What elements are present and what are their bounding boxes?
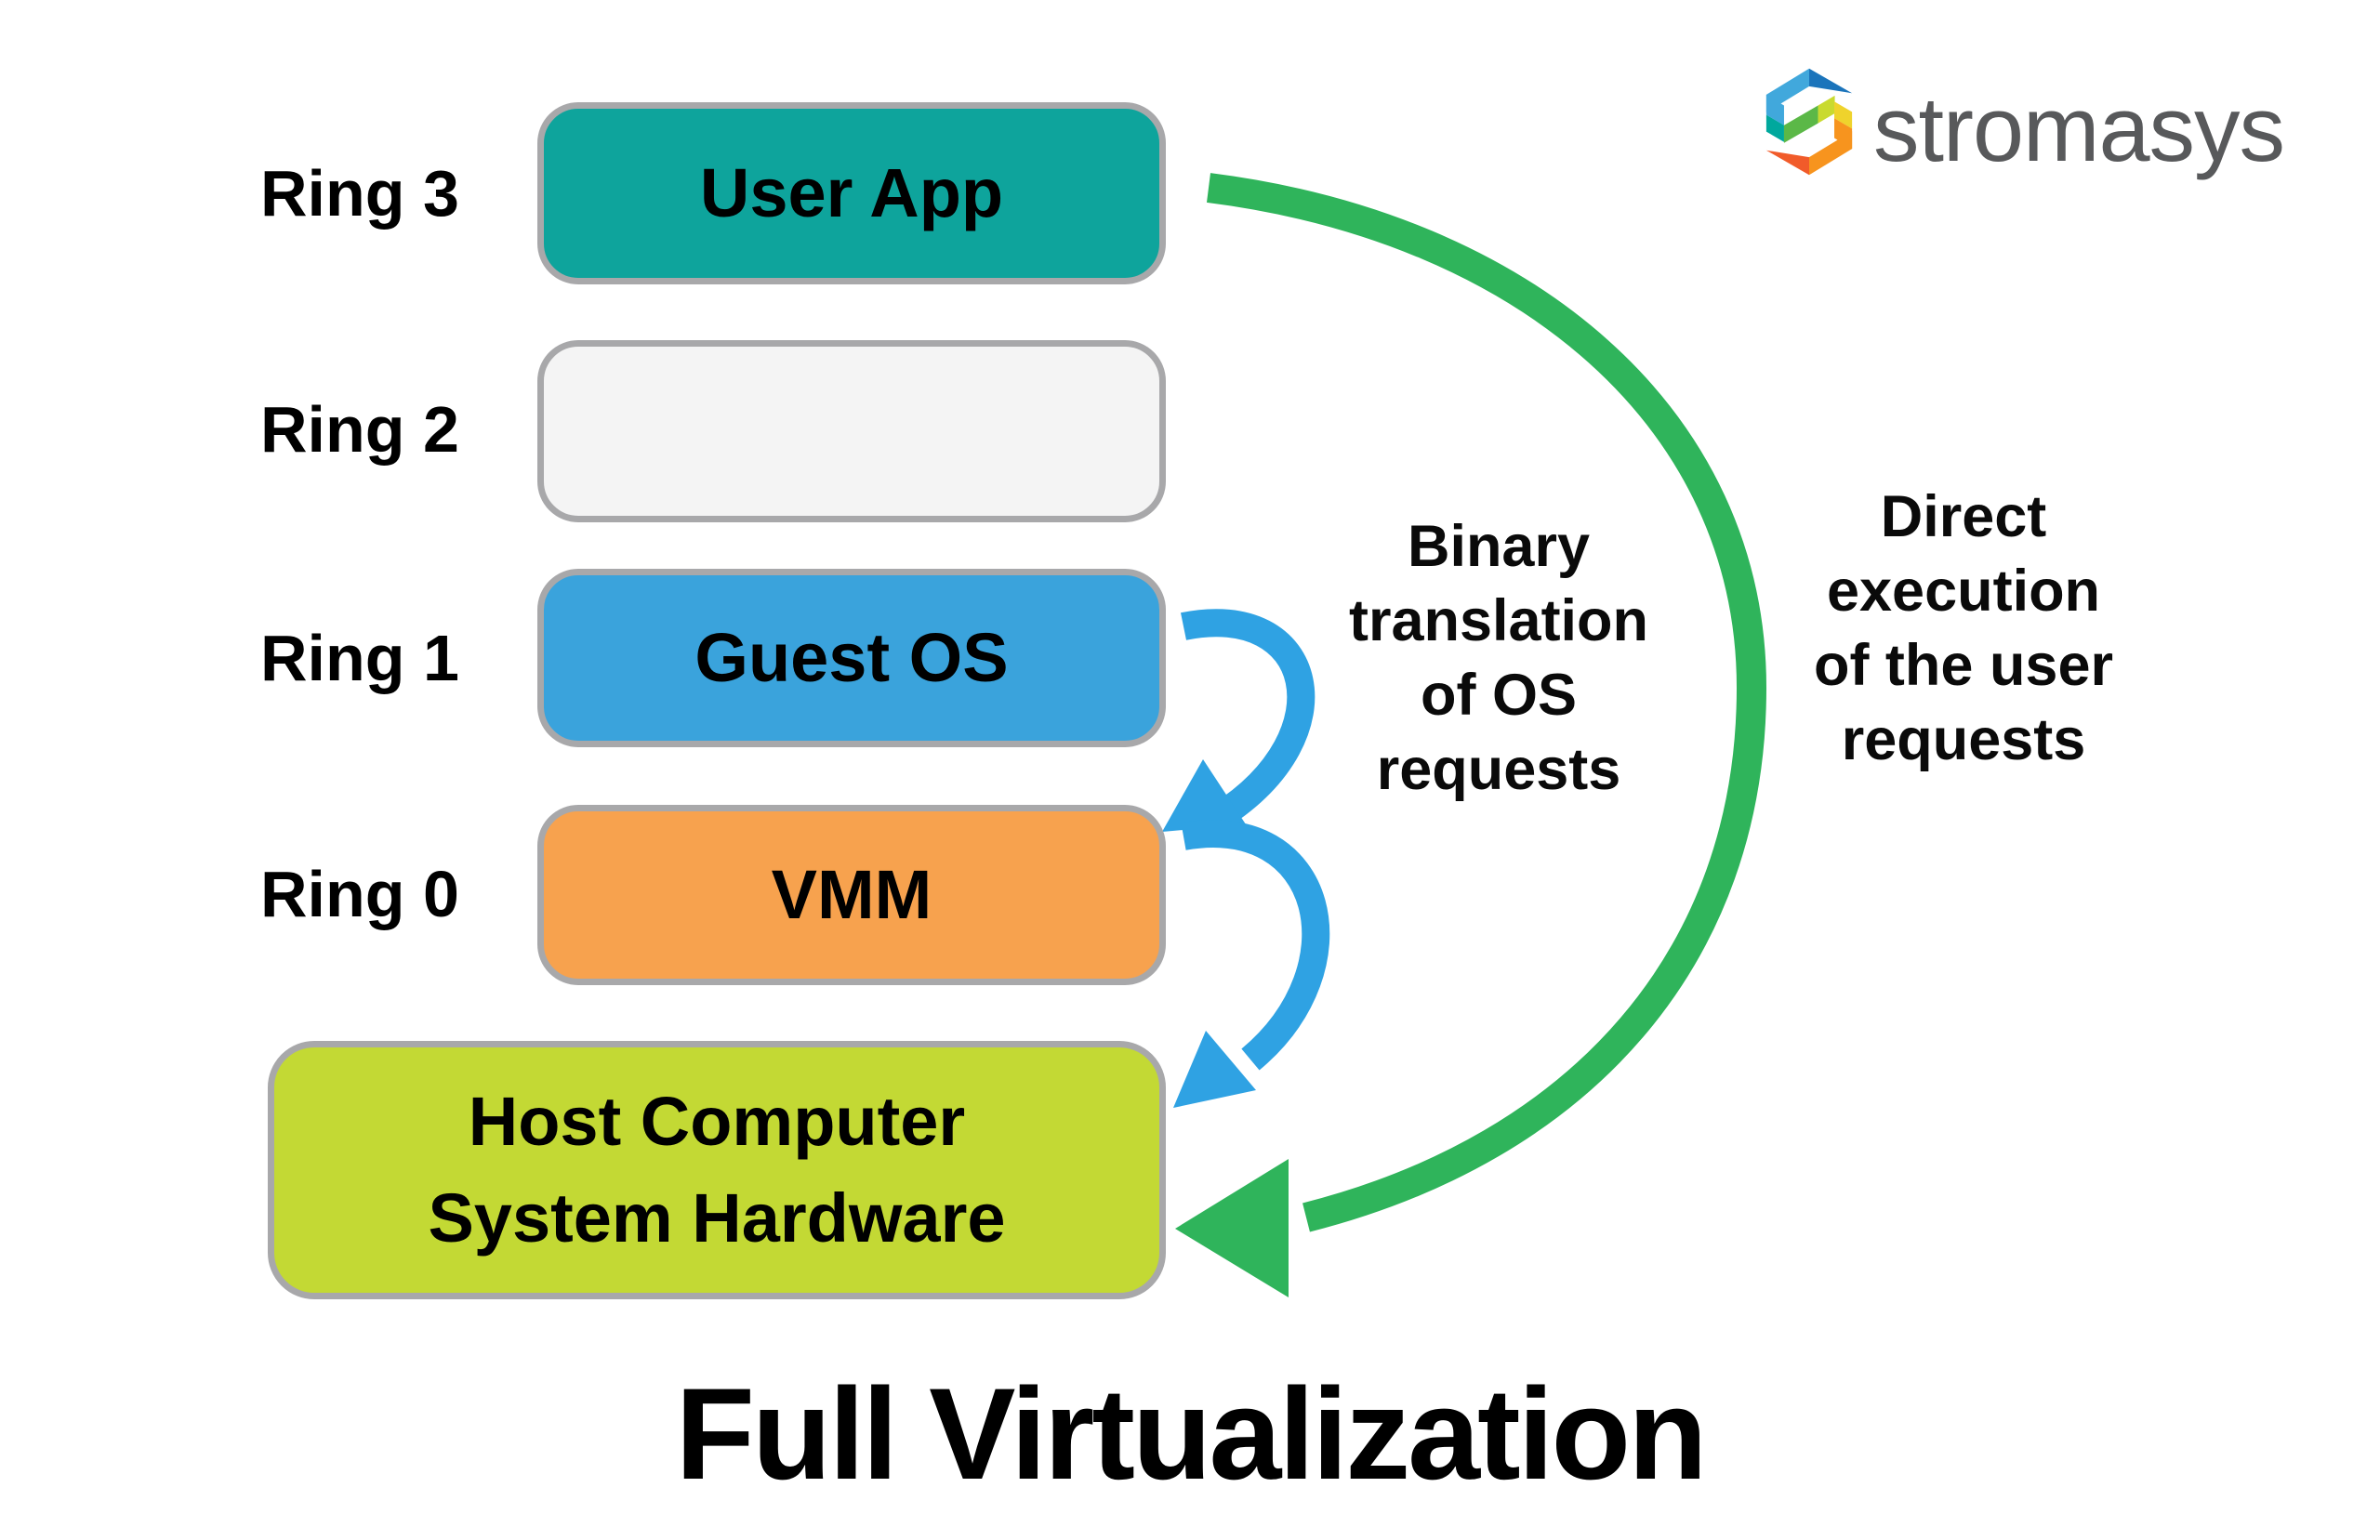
- binary-translation-annotation: Binary translation of OS requests: [1348, 514, 1649, 802]
- direct-execution-arrowhead-icon: [1175, 1159, 1289, 1297]
- guest-os-box: Guest OS: [537, 569, 1166, 747]
- host-hardware-box-label: Host Computer System Hardware: [428, 1083, 1006, 1257]
- stromasys-logo: stromasys: [1760, 56, 2355, 195]
- ring-1-label: Ring 1: [260, 622, 459, 694]
- ring-2-label: Ring 2: [260, 393, 459, 466]
- stromasys-wordmark: stromasys: [1873, 77, 2285, 180]
- stromasys-logo-icon: [1765, 68, 1853, 176]
- binary-translation-arrowhead-1-icon: [1162, 759, 1246, 832]
- ring-0-label: Ring 0: [260, 858, 459, 930]
- vmm-box-label: VMM: [771, 856, 932, 933]
- user-app-box: User App: [537, 102, 1166, 284]
- ring-2-empty-box: [537, 340, 1166, 522]
- host-hardware-box: Host Computer System Hardware: [268, 1041, 1166, 1299]
- page-title: Full Virtualization: [675, 1361, 1707, 1507]
- binary-translation-arrowhead-2-icon: [1173, 1031, 1256, 1108]
- direct-execution-arrow: [1206, 173, 1767, 1232]
- guest-os-box-label: Guest OS: [694, 619, 1009, 696]
- ring-3-label: Ring 3: [260, 157, 459, 230]
- vmm-box: VMM: [537, 805, 1166, 985]
- binary-translation-arrow-1: [1181, 609, 1316, 828]
- binary-translation-arrow-2: [1181, 820, 1330, 1071]
- user-app-box-label: User App: [699, 154, 1004, 231]
- direct-execution-annotation: Direct execution of the user requests: [1813, 484, 2114, 772]
